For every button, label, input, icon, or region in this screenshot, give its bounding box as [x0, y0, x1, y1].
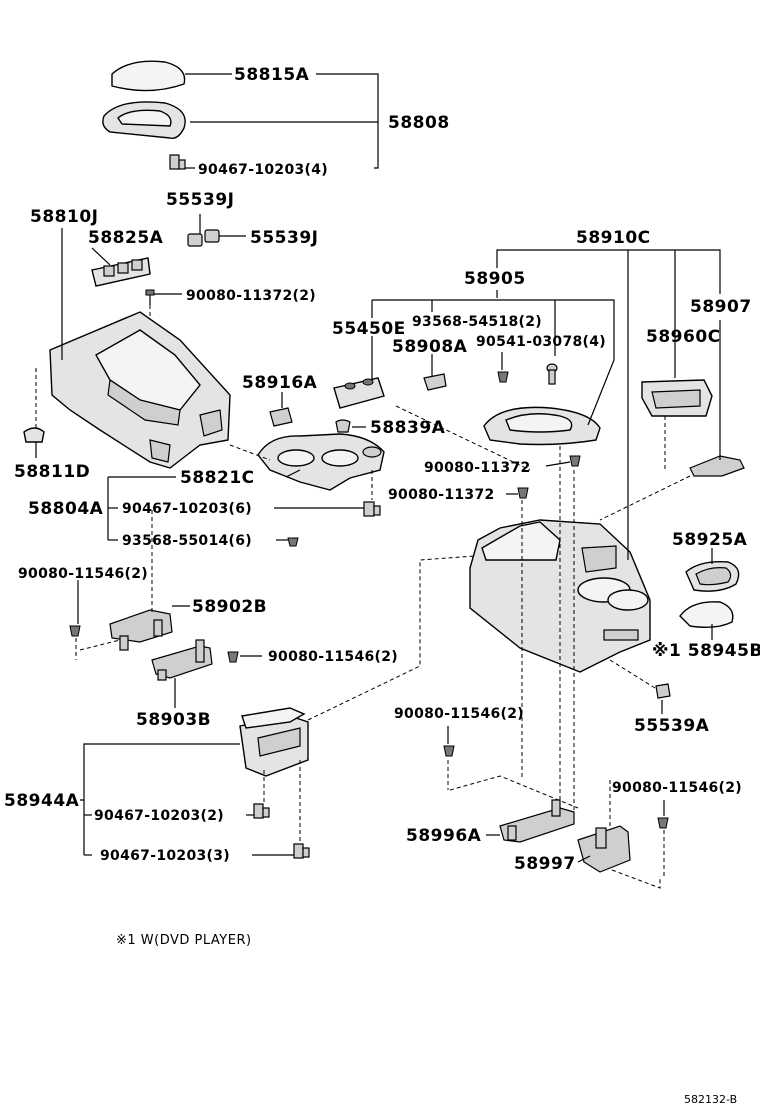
clip-icon: [169, 154, 186, 170]
label-58815a: 58815A: [234, 65, 310, 85]
clip-icon: [253, 803, 270, 819]
box-58944a-shape: [239, 707, 309, 777]
label-90080-11372-2: 90080-11372(2): [186, 288, 316, 304]
bracket-58903b-shape: [151, 639, 213, 681]
tray-58960c-shape: [641, 379, 713, 417]
leader-lines: [35, 73, 721, 889]
screw-icon: [69, 625, 81, 637]
footnote: ※1 W(DVD PLAYER): [116, 933, 252, 948]
display-58925a-shape: [685, 561, 740, 592]
label-55539a: 55539A: [634, 716, 710, 736]
switch-panel-shape: [333, 377, 385, 409]
clip-55539a-shape: [655, 683, 671, 699]
label-58811d: 58811D: [14, 462, 90, 482]
label-90467-10203-4: 90467-10203(4): [198, 162, 328, 178]
bracket-58997-shape: [577, 825, 631, 873]
label-58903b: 58903B: [136, 710, 211, 730]
cupholder-shape: [257, 433, 385, 491]
clip-icon: [363, 501, 381, 517]
cap-58839a-shape: [335, 419, 351, 433]
label-93568-54518-2: 93568-54518(2): [412, 314, 542, 330]
label-58916a: 58916A: [242, 373, 318, 393]
bracket-58907-shape: [689, 455, 745, 477]
bracket-58996a-shape: [499, 799, 575, 843]
label-90080-11546-2-d: 90080-11546(2): [612, 780, 742, 796]
label-90080-11372-a: 90080-11372: [424, 460, 531, 476]
label-55539j-top: 55539J: [166, 190, 234, 210]
label-58902b: 58902B: [192, 597, 267, 617]
screw-icon: [145, 289, 155, 305]
label-90541-03078-4: 90541-03078(4): [476, 334, 606, 350]
label-58821c: 58821C: [180, 468, 255, 488]
clip-55539j-shape: [187, 233, 203, 247]
label-58804a: 58804A: [28, 499, 104, 519]
label-90080-11546-2-c: 90080-11546(2): [394, 706, 524, 722]
armrest-lid-shape: [111, 60, 186, 92]
label-90080-11546-2-b: 90080-11546(2): [268, 649, 398, 665]
label-58825a: 58825A: [88, 228, 164, 248]
label-58944a: 58944A: [4, 791, 80, 811]
switch-bezel-shape: [91, 257, 151, 287]
label-58945b: ※1 58945B: [652, 641, 760, 661]
screw-icon: [287, 537, 299, 547]
label-58997: 58997: [514, 854, 576, 874]
label-90080-11546-2-a: 90080-11546(2): [18, 566, 148, 582]
screw-icon: [227, 651, 239, 663]
screw-icon: [443, 745, 455, 757]
label-58910c: 58910C: [576, 228, 651, 248]
bracket-58902b-shape: [109, 609, 173, 651]
label-55539j-right: 55539J: [250, 228, 318, 248]
label-90467-10203-6: 90467-10203(6): [122, 501, 252, 517]
label-58908a: 58908A: [392, 337, 468, 357]
screw-icon: [517, 487, 529, 499]
label-58925a: 58925A: [672, 530, 748, 550]
bracket-58908a-shape: [423, 373, 447, 391]
clip-58916a-shape: [269, 407, 293, 427]
screw-icon: [657, 817, 669, 829]
label-58907: 58907: [690, 297, 752, 317]
label-58905: 58905: [464, 269, 526, 289]
label-58960c: 58960C: [646, 327, 721, 347]
clip-icon: [293, 843, 310, 859]
screw-icon: [546, 363, 558, 385]
screw-icon: [497, 371, 509, 383]
label-58839a: 58839A: [370, 418, 446, 438]
screw-icon: [569, 455, 581, 467]
label-90080-11372-b: 90080-11372: [388, 487, 495, 503]
label-58808: 58808: [388, 113, 450, 133]
rear-console-shape: [49, 311, 231, 469]
label-90467-10203-2: 90467-10203(2): [94, 808, 224, 824]
cover-58945b-shape: [679, 601, 734, 629]
label-90467-10203-3: 90467-10203(3): [100, 848, 230, 864]
diagram-reference: 582132-B: [684, 1093, 737, 1106]
cap-58811d-shape: [23, 427, 45, 443]
label-55450e: 55450E: [332, 319, 406, 339]
label-93568-55014-6: 93568-55014(6): [122, 533, 252, 549]
shift-bezel-shape: [483, 406, 601, 446]
label-58810j: 58810J: [30, 207, 98, 227]
label-58996a: 58996A: [406, 826, 482, 846]
